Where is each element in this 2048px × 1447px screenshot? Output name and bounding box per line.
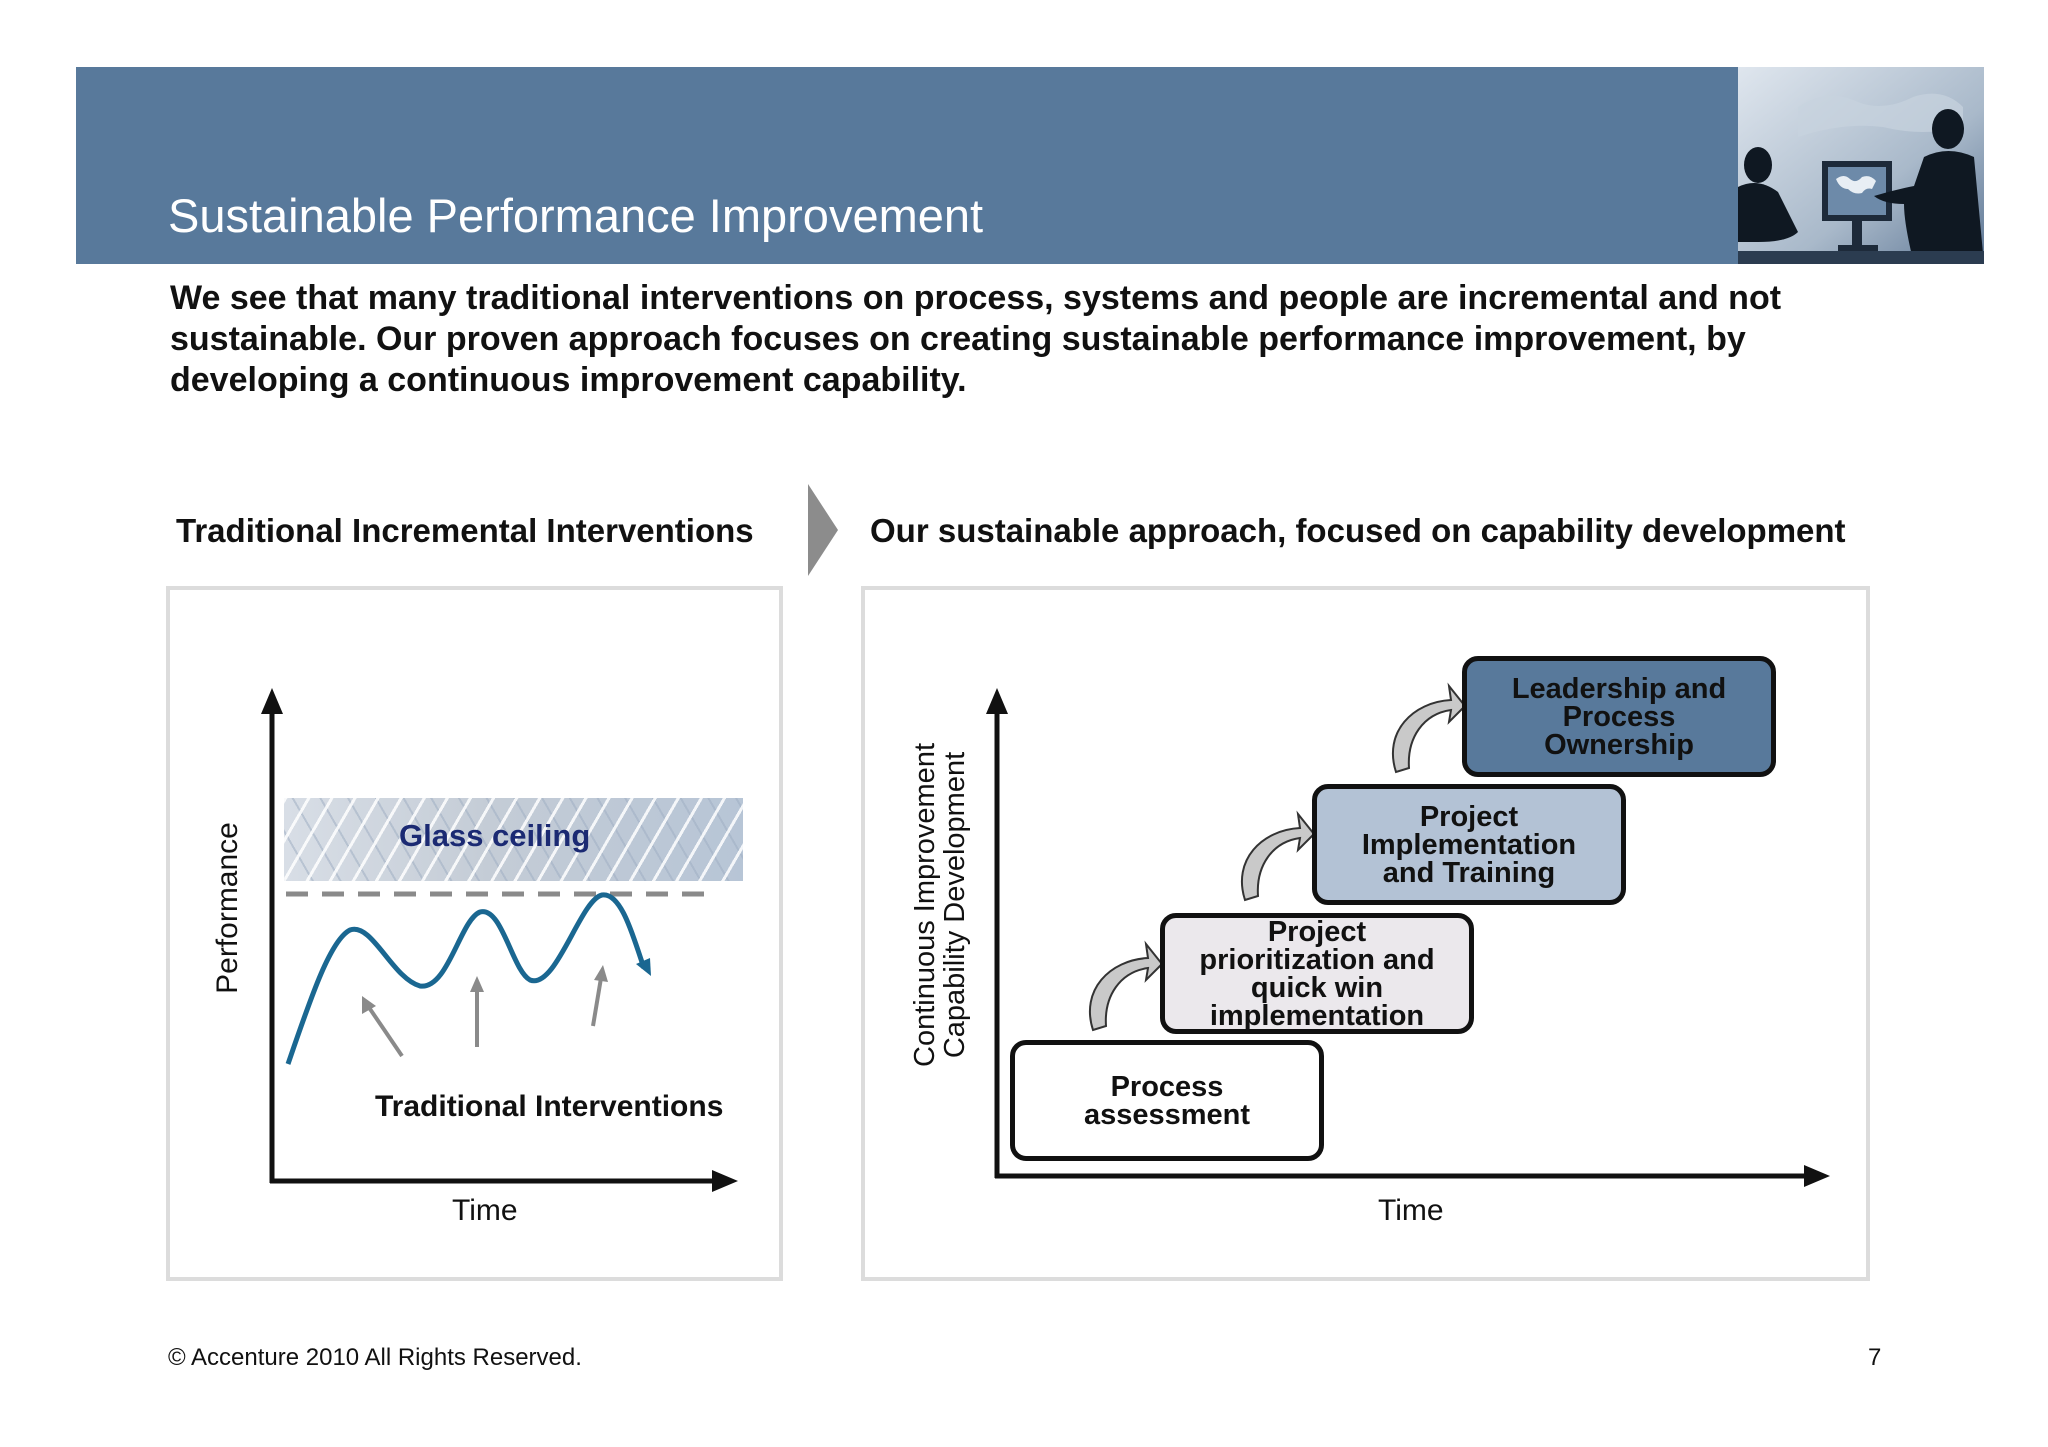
- right-x-axis-arrow-icon: [1804, 1165, 1830, 1187]
- right-x-axis-label: Time: [1378, 1194, 1444, 1227]
- step-arrow-3-icon: [1391, 682, 1467, 774]
- right-y-axis-label-line-1: Continuous Improvement: [909, 743, 941, 1067]
- step-arrow-1-icon: [1088, 940, 1164, 1032]
- intervention-arrow-2-head-icon: [470, 976, 484, 992]
- step-project-implementation: Project Implementation and Training: [1312, 784, 1626, 905]
- left-section-heading: Traditional Incremental Interventions: [176, 512, 754, 549]
- step-4-label: Leadership and Process Ownership: [1511, 672, 1727, 761]
- page-title: Sustainable Performance Improvement: [168, 189, 984, 242]
- left-y-axis-arrow-icon: [261, 688, 283, 714]
- intervention-arrow-1: [366, 1004, 404, 1058]
- header-photo: [1738, 67, 1984, 264]
- step-2-label: Project prioritization and quick win imp…: [1199, 915, 1435, 1032]
- traditional-interventions-label: Traditional Interventions: [375, 1090, 724, 1123]
- right-section-heading: Our sustainable approach, focused on cap…: [870, 512, 1846, 549]
- right-y-axis-label-line-2: Capability Development: [939, 751, 971, 1059]
- intervention-arrow-3: [591, 977, 603, 1027]
- step-project-prioritization: Project prioritization and quick win imp…: [1160, 913, 1474, 1034]
- intervention-arrow-1-head-icon: [362, 996, 376, 1014]
- header-banner: [76, 67, 1984, 264]
- glass-ceiling-label: Glass ceiling: [399, 818, 591, 853]
- copyright-notice: © Accenture 2010 All Rights Reserved.: [168, 1344, 582, 1371]
- step-arrow-2-icon: [1240, 810, 1316, 902]
- right-y-axis-label: Continuous Improvement Capability Develo…: [909, 743, 971, 1067]
- step-1-label: Process assessment: [1083, 1070, 1251, 1131]
- page-number: 7: [1868, 1344, 1882, 1371]
- performance-curve: [285, 892, 647, 1065]
- right-y-axis-arrow-icon: [986, 688, 1008, 714]
- left-x-axis-arrow-icon: [712, 1170, 738, 1192]
- business-people-image: [1738, 67, 1984, 264]
- left-x-axis-label: Time: [452, 1194, 518, 1227]
- intro-paragraph: We see that many traditional interventio…: [170, 279, 1782, 399]
- intervention-arrow-3-head-icon: [594, 965, 608, 982]
- step-process-assessment: Process assessment: [1010, 1040, 1324, 1161]
- step-3-label: Project Implementation and Training: [1361, 800, 1577, 889]
- glass-ceiling-image: [284, 798, 743, 881]
- step-leadership-ownership: Leadership and Process Ownership: [1462, 656, 1776, 777]
- curve-arrow-icon: [636, 958, 651, 976]
- chevron-right-icon: [806, 484, 840, 581]
